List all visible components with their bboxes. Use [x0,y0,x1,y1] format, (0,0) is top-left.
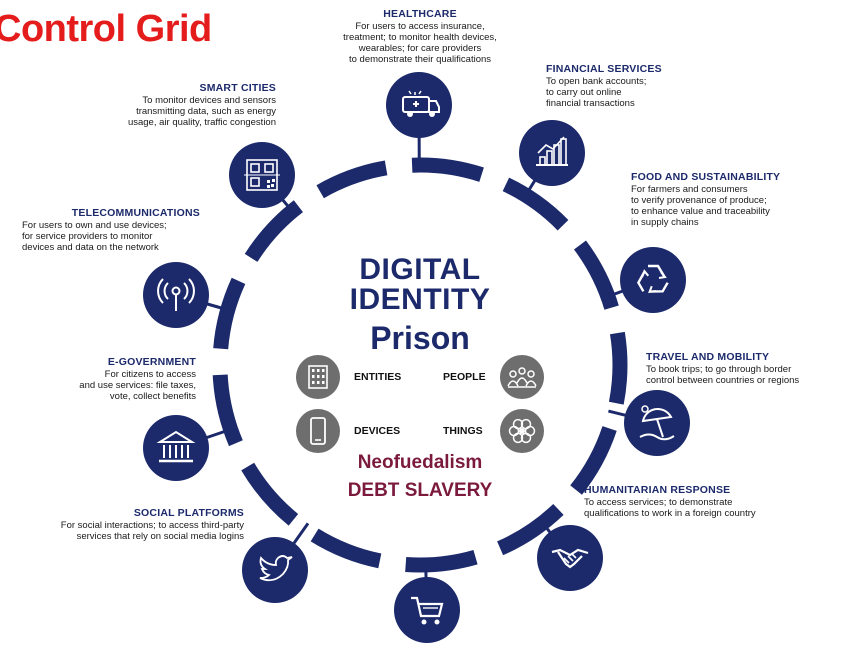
sector-text-telecom: TELECOMMUNICATIONS For users to own and … [22,207,222,253]
node-circle [394,577,460,643]
center-title-prison: Prison [370,320,470,356]
handshake-icon [551,548,589,569]
ring-segment [496,503,564,556]
node-ecommerce [394,577,460,643]
ring-segment [573,240,619,310]
center-label-devices: DEVICES [354,425,401,437]
center-node-entities [296,355,340,399]
shopping-cart-icon [411,596,444,625]
sector-text-social: SOCIAL PLATFORMS For social interactions… [0,507,244,542]
center-title-identity: IDENTITY [349,283,491,316]
ring-segment [241,462,299,526]
ring-segment [502,177,569,231]
ring-segment [213,277,246,350]
center-node-people [500,355,544,399]
node-telecom [143,262,209,328]
ring-segment [608,331,628,405]
sector-text-food: FOOD AND SUSTAINABILITY For farmers and … [631,171,836,228]
node-travel [624,390,690,456]
node-smartcities [229,142,295,208]
ring-segment [212,374,243,447]
sector-heading: HEALTHCARE [383,8,457,20]
page-title: Control Grid [0,8,212,50]
node-circle [624,390,690,456]
sector-heading: E-GOVERNMENT [107,356,196,368]
node-financial [519,120,585,186]
node-healthcare [386,72,452,138]
sector-text-travel: TRAVEL AND MOBILITY To book trips; to go… [646,351,841,386]
ring-segment [316,160,388,199]
qr-code-icon [244,159,280,191]
ring-segment [244,200,304,263]
sector-heading: TELECOMMUNICATIONS [71,207,200,219]
ambulance-icon [402,90,440,117]
node-food [620,247,686,313]
sector-heading: FINANCIAL SERVICES [546,63,662,75]
building-icon [308,365,328,389]
sector-heading: FOOD AND SUSTAINABILITY [631,171,781,183]
ring-segment [310,528,382,569]
twitter-bird-icon [259,555,293,582]
beach-umbrella-icon [639,405,675,441]
smartphone-icon [310,417,326,445]
government-building-icon [156,430,196,463]
ring-segment [405,549,478,573]
sector-text-healthcare: HEALTHCARE For users to access insurance… [300,8,540,65]
sector-heading: SOCIAL PLATFORMS [133,507,244,519]
center-title-digital: DIGITAL [359,253,481,286]
node-egov [143,415,209,481]
center-label-entities: ENTITIES [354,371,402,383]
node-circle [620,247,686,313]
sector-heading: TRAVEL AND MOBILITY [646,351,770,363]
ring-segment [411,157,484,182]
center-subtitle-neofuedalism: Neofuedalism [357,452,483,473]
center-node-things [500,409,544,453]
flower-icon [508,418,536,444]
bar-chart-icon [536,136,568,166]
sector-heading: SMART CITIES [199,82,276,94]
center-node-devices [296,409,340,453]
sector-heading: HUMANITARIAN RESPONSE [584,484,731,496]
ring-segment [570,425,617,495]
node-humanitarian [537,525,603,591]
recycle-icon [636,264,669,294]
center-label-things: THINGS [443,425,483,437]
node-circle [242,537,308,603]
sector-text-financial: FINANCIAL SERVICES To open bank accounts… [546,63,716,109]
center-subtitle-debt-slavery: DEBT SLAVERY [347,480,493,501]
node-social [242,537,308,603]
sector-text-humanitarian: HUMANITARIAN RESPONSE To access services… [584,484,824,519]
people-group-icon [507,367,537,388]
sector-text-smart-cities: SMART CITIES To monitor devices and sens… [88,82,276,128]
center-label-people: PEOPLE [443,371,486,383]
